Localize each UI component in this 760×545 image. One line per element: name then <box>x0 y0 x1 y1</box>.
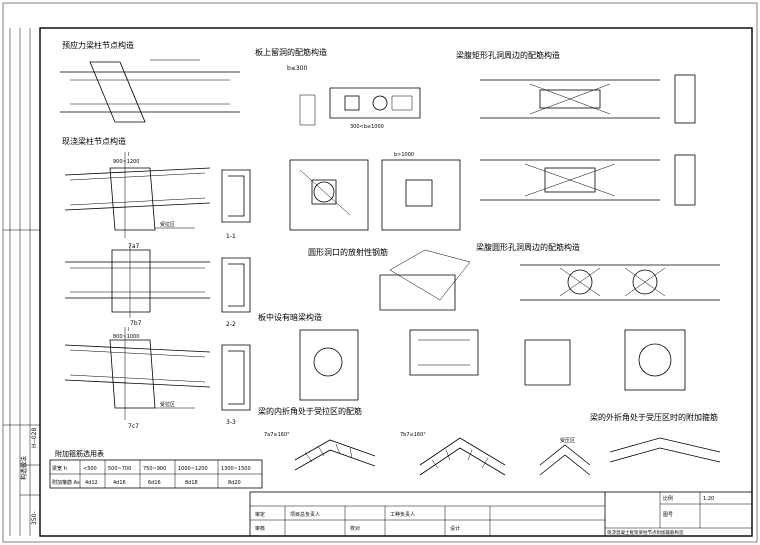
tb-r1-1: 项目总负责人 <box>290 511 320 518</box>
label-l-c: l <box>128 327 129 333</box>
strip-top-text: H--028 <box>31 428 38 448</box>
td-4: 8d18 <box>185 480 198 486</box>
rect-web-opening-top <box>480 74 696 124</box>
round-web-opening-top <box>520 264 720 301</box>
strip-bottom-text: 350- <box>31 511 38 525</box>
tension-a: 受拉区 <box>160 221 175 228</box>
hidden-beam-detail <box>299 329 479 401</box>
strip-mid-text: 构造做法 <box>20 456 28 480</box>
angle-label-b: 7b7 <box>130 320 142 327</box>
outer-fold: 受压区 <box>539 437 721 476</box>
inner-a-label: 7a7≥160° <box>264 432 290 438</box>
tb-scale-label: 比例 <box>663 495 673 502</box>
th-3: 750~900 <box>143 466 166 472</box>
th-1: <500 <box>83 466 97 472</box>
tb-r1-0: 审定 <box>255 511 265 518</box>
td-0: 附加箍筋 As <box>52 479 80 486</box>
b-gt1000-label: b>1000 <box>394 152 414 158</box>
joint-detail-c: l 800~1000 受拉区 7c7 <box>64 327 211 430</box>
title-slab-opening: 板上留洞的配筋构造 <box>255 47 327 57</box>
slab-opening-small: 300<b≤1000 <box>299 87 421 130</box>
joint-detail-top <box>60 59 240 123</box>
section-33-label: 3-3 <box>226 419 236 426</box>
angle-label-a: 7a7 <box>128 243 139 250</box>
title-rect-web-opening: 梁腹矩形孔洞周边的配筋构造 <box>456 50 560 60</box>
title-round-web-opening: 梁腹圆形孔洞周边的配筋构造 <box>476 242 580 252</box>
dim-a: 900~1200 <box>113 159 139 165</box>
b-le300-label: b≤300 <box>287 65 307 72</box>
tb-sheet-label: 图号 <box>663 512 673 518</box>
tb-r2-1: 校对 <box>350 525 360 532</box>
radial-bar-detail <box>379 249 471 311</box>
td-5: 8d20 <box>228 480 241 486</box>
round-web-opening-bottom <box>524 329 686 391</box>
label-l-a: l <box>128 152 129 158</box>
td-2: 4d16 <box>113 480 126 486</box>
td-3: 6d16 <box>148 480 161 486</box>
b-range-label: 300<b≤1000 <box>350 124 384 130</box>
slab-opening-grid-left <box>289 159 369 231</box>
slab-opening-grid-right: b>1000 <box>381 152 461 231</box>
tb-scale-value: 1:20 <box>703 496 714 502</box>
tb-r2-0: 审核 <box>255 525 265 532</box>
inner-fold-a: 7a7≥160° <box>264 432 376 471</box>
td-1: 4d12 <box>85 480 98 486</box>
title-outer-fold: 梁的外折角处于受压区时的附加箍筋 <box>590 412 718 422</box>
section-22-label: 2-2 <box>226 321 236 328</box>
rect-web-opening-bottom <box>480 154 696 206</box>
title-cast-joint: 现浇梁柱节点构造 <box>62 136 126 146</box>
th-4: 1000~1200 <box>178 466 208 472</box>
joint-detail-a: l 900~1200 受拉区 7a7 <box>64 152 211 250</box>
angle-label-c: 7c7 <box>128 423 139 430</box>
tb-r2-2: 设计 <box>450 525 460 532</box>
section-11-label: 1-1 <box>226 233 236 240</box>
dim-c: 800~1000 <box>113 334 139 340</box>
title-inner-fold: 梁的内折角处于受拉区的配筋 <box>258 406 362 416</box>
binding-strip: H--028 构造做法 350- <box>3 28 40 536</box>
tb-right-title: 现浇混凝土框架梁柱节点附加箍筋构造 <box>607 529 684 536</box>
joint-detail-b: 7b7 <box>65 245 210 327</box>
stirrup-table: 附加箍筋选用表 梁宽 h <500 500~700 750~900 1000~1… <box>49 449 263 489</box>
section-cuts: 1-1 2-2 3-3 <box>221 169 251 426</box>
title-radial-bars: 圆形洞口的放射性钢筋 <box>308 247 388 257</box>
title-prestressed-joint: 预应力梁柱节点构造 <box>62 40 134 50</box>
tb-r1-2: 工种负责人 <box>390 511 415 518</box>
table-title: 附加箍筋选用表 <box>55 449 104 458</box>
compression-label: 受压区 <box>560 437 575 444</box>
title-hidden-beam: 板中设有暗梁构造 <box>258 312 322 322</box>
inner-fold-b: 7b7≤160° <box>400 432 506 476</box>
tension-c: 受拉区 <box>160 401 175 408</box>
th-2: 500~700 <box>108 466 131 472</box>
th-0: 梁宽 h <box>52 465 67 472</box>
th-5: 1300~1500 <box>221 466 251 472</box>
inner-b-label: 7b7≤160° <box>400 432 426 438</box>
title-block: 审定 项目总负责人 工种负责人 审核 校对 设计 现浇混凝土框架梁柱节点附加箍筋… <box>249 491 753 537</box>
